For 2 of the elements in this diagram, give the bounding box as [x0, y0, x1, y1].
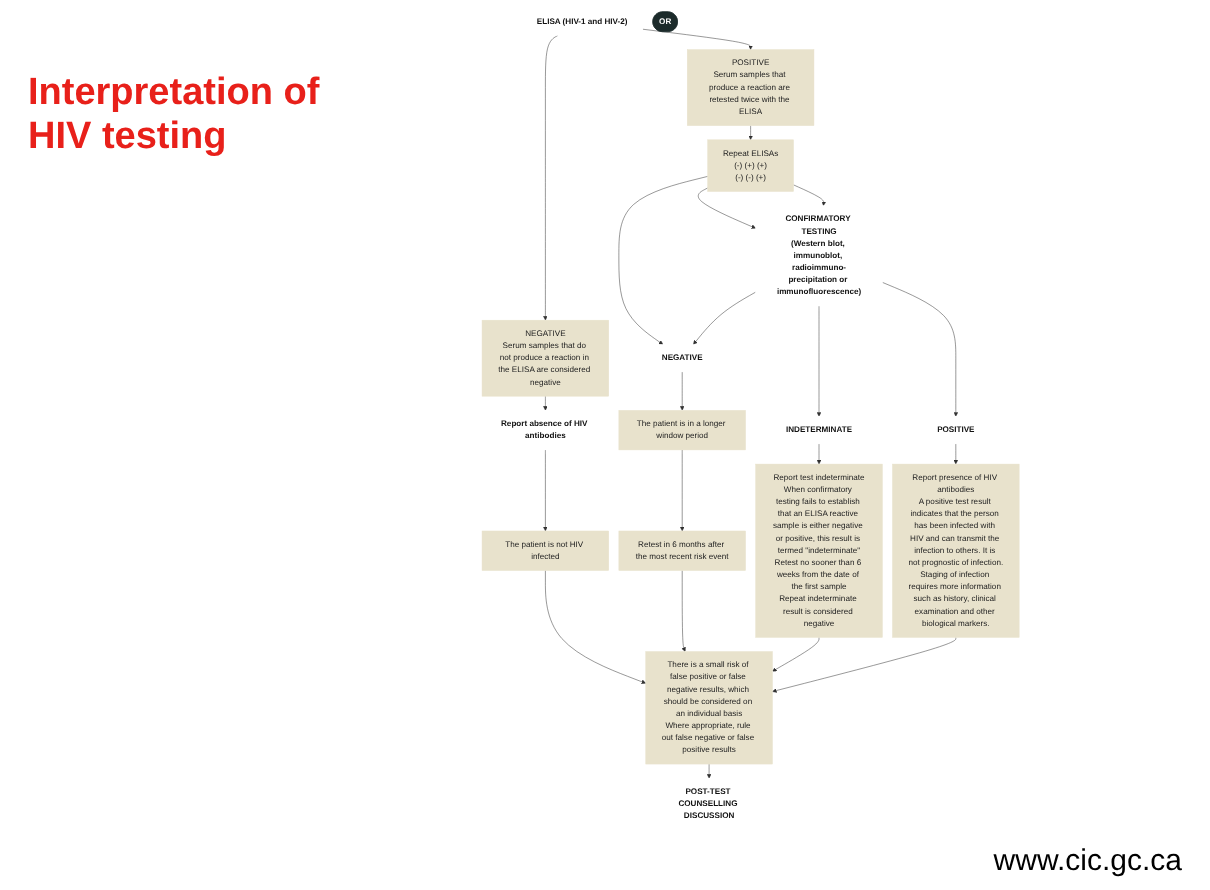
- source-url: www.cic.gc.ca: [993, 844, 1182, 878]
- title: Interpretation of HIV testing: [28, 72, 322, 160]
